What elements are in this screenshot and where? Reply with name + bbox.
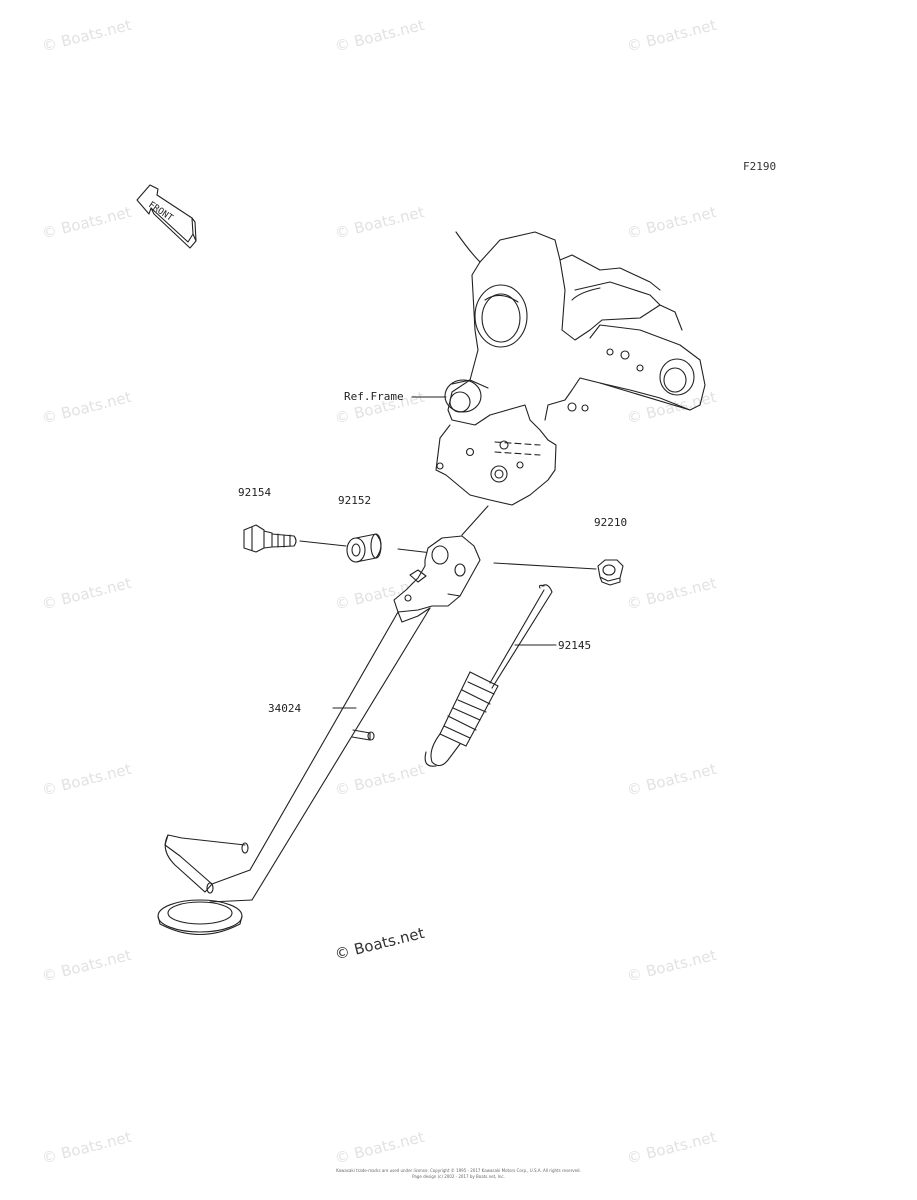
- copyright-line: Page design (c) 2002 - 2017 by Boats.net…: [412, 1174, 505, 1179]
- copyright-line: Kawasaki trade-marks are used under lice…: [336, 1168, 581, 1173]
- nut-92210: [597, 559, 624, 586]
- part-number-label[interactable]: 92154: [238, 486, 272, 499]
- bolt-92154: [243, 524, 297, 553]
- part-number-label[interactable]: 34024: [268, 702, 302, 715]
- part-number-label[interactable]: 92210: [594, 516, 628, 529]
- collar-92152: [346, 533, 382, 563]
- frame-reference: [435, 231, 706, 506]
- ref-frame-label: Ref.Frame: [344, 390, 404, 403]
- side-stand-34024: [157, 535, 481, 936]
- front-arrow-icon: FRONT: [136, 184, 197, 249]
- part-number-label[interactable]: 92145: [558, 639, 592, 652]
- diagram-code: F2190: [743, 160, 777, 173]
- spring-92145: [424, 584, 553, 767]
- leader-line: [397, 548, 433, 554]
- leader-line: [299, 540, 347, 547]
- leader-line: [493, 562, 597, 570]
- part-number-label[interactable]: 92152: [338, 494, 372, 507]
- leader-line: [461, 505, 489, 536]
